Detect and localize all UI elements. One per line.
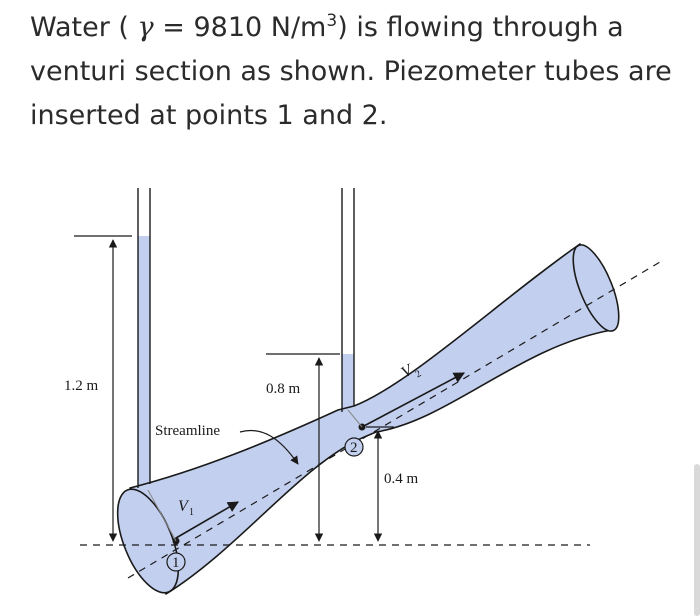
problem-text-2: = 9810 N/m	[162, 12, 327, 43]
piezometer-tube-2	[341, 188, 355, 412]
dim-label-mid: 0.8 m	[266, 381, 301, 397]
problem-text-3: ) is flowing through a venturi section a…	[30, 12, 672, 131]
point-2-leader	[347, 409, 363, 428]
gamma-symbol: γ	[137, 12, 154, 43]
point-1-number: 1	[172, 555, 180, 571]
problem-statement: Water ( γ = 9810 N/m3) is flowing throug…	[30, 6, 680, 138]
dim-label-low: 0.4 m	[384, 471, 419, 487]
venturi-figure: 1.2 m 0.8 m 0.4 m Streamline V 1 V 2 1 2	[64, 188, 660, 595]
v2-subscript: 2	[414, 368, 424, 380]
streamline-label: Streamline	[155, 423, 220, 439]
point-2-marker	[344, 437, 364, 457]
venturi-pipe	[129, 243, 613, 595]
exponent: 3	[326, 11, 338, 31]
v1-label: V	[178, 498, 190, 515]
outlet-opening	[572, 244, 620, 332]
scrollbar[interactable]	[694, 464, 700, 616]
point-1-marker	[166, 552, 186, 572]
velocity-arrow-1	[175, 501, 239, 539]
velocity-arrow-2	[361, 372, 465, 428]
dim-label-total: 1.2 m	[64, 378, 99, 394]
problem-text-1: Water (	[30, 12, 129, 43]
piezometer-1-water	[138, 236, 150, 488]
point-1-leader	[147, 489, 177, 542]
inlet-opening	[116, 488, 180, 594]
piezometer-tube-1	[137, 188, 151, 488]
point-2-number: 2	[350, 440, 358, 456]
piezometer-2-water	[342, 354, 354, 412]
streamline-leader	[239, 430, 299, 465]
v1-subscript: 1	[189, 507, 194, 518]
